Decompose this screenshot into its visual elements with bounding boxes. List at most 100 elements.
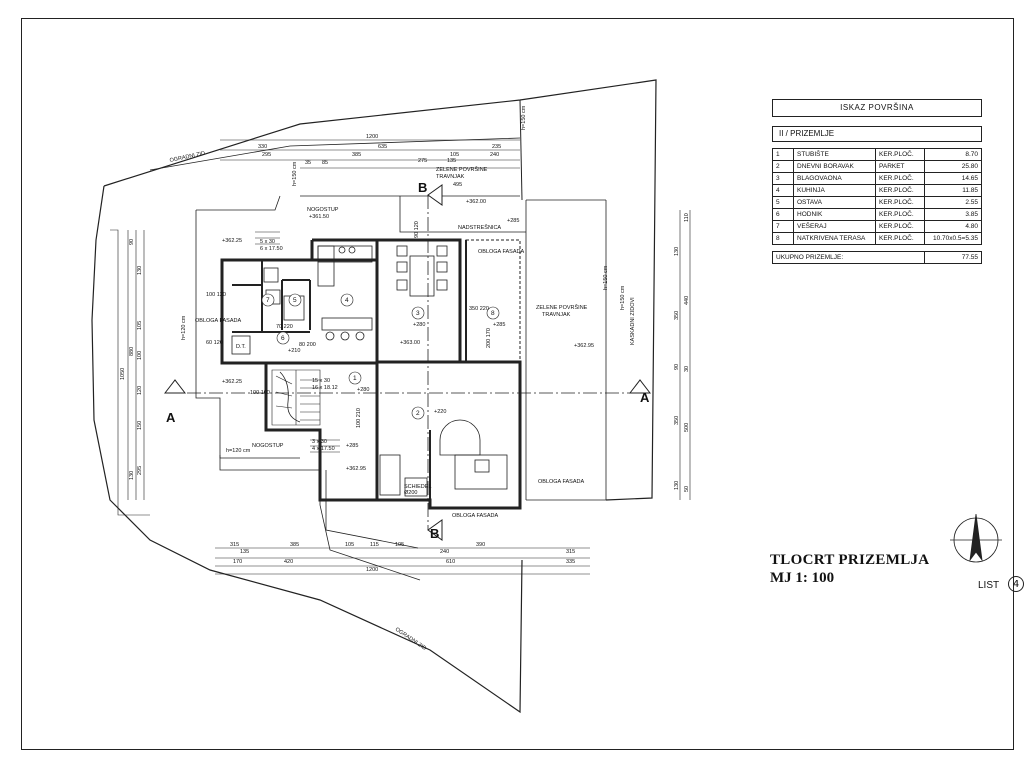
stair-dim: 4 x 17.50 — [312, 446, 335, 452]
wall-height-label: h=150 cm — [292, 161, 298, 186]
dim-top-overall: 1200 — [366, 134, 378, 140]
nogostup-top-label: NOGOSTUP — [307, 207, 339, 213]
dim-left: 880 — [129, 347, 135, 356]
wall-height-label: h=150 cm — [603, 265, 609, 290]
elevation-label: +280 — [357, 387, 369, 393]
dim-right: 90 — [674, 364, 680, 370]
wall-height-label: h=150 cm — [620, 285, 626, 310]
dim-bottom: 240 — [440, 549, 449, 555]
section-marker-a-left: A — [166, 410, 176, 425]
dim-right: 130 — [674, 247, 680, 256]
dim-right: 350 — [674, 416, 680, 425]
dim-left: 90 — [129, 239, 135, 245]
stair-dim: 6 x 17.50 — [260, 246, 283, 252]
north-arrow — [950, 513, 1002, 563]
dimension-lines-right — [679, 210, 691, 500]
elevation-label: +220 — [434, 409, 446, 415]
room-number: 6 — [281, 335, 285, 342]
area-table-title: ISKAZ POVRŠINA — [772, 99, 982, 117]
dimension-lines-left — [127, 230, 145, 500]
dim-top: 275 — [418, 158, 427, 164]
dim-bottom: 335 — [566, 559, 575, 565]
section-arrow-a-right — [628, 379, 652, 394]
dim-top: 495 — [453, 182, 462, 188]
dim-right: 30 — [684, 366, 690, 372]
fence-label-bottom: OGRADNI ZID — [394, 627, 427, 652]
sheet-label: LIST — [978, 580, 1000, 591]
dim-bottom: 420 — [284, 559, 293, 565]
floor-type-cell: KER.PLOČ. — [875, 184, 925, 197]
room-number: 2 — [416, 410, 420, 417]
schiedel-label: SCHIEDEL — [404, 484, 432, 490]
floor-type-cell: KER.PLOČ. — [875, 172, 925, 185]
elevation-label: +363.00 — [400, 340, 420, 346]
room-number-cell: 7 — [772, 220, 794, 233]
room-number: 7 — [266, 297, 270, 304]
obloga-fasada-label-1: OBLOGA FASADA — [478, 249, 524, 255]
elevation-label: +362.00 — [466, 199, 486, 205]
area-cell: 3.85 — [924, 208, 982, 221]
section-marker-b-top: B — [418, 180, 427, 195]
dim-top: 105 — [450, 152, 459, 158]
dim-bottom-overall: 1200 — [366, 567, 378, 573]
furniture — [231, 245, 508, 497]
room-number-cell: 4 — [772, 184, 794, 197]
sheet-border — [21, 18, 1014, 750]
green-right-label-2: TRAVNJAK — [542, 312, 571, 318]
area-cell: 11.85 — [924, 184, 982, 197]
green-top-label-2: TRAVNJAK — [436, 174, 465, 180]
dim-left: 1050 — [120, 368, 126, 380]
floor-type-cell: KER.PLOČ. — [875, 148, 925, 161]
dim-right: 110 — [684, 213, 690, 222]
elevation-label: +285 — [493, 322, 505, 328]
dim-bottom: 315 — [230, 542, 239, 548]
stair-dim: 5 x 30 — [260, 239, 275, 245]
room-number-cell: 1 — [772, 148, 794, 161]
cascade-wall-label: KASKADNI ZIDOVI — [630, 297, 636, 345]
site-boundary-west — [91, 185, 523, 714]
opening-dim: 90 120 — [414, 221, 420, 238]
dim-top: 385 — [352, 152, 361, 158]
room-name-cell: NATKRIVENA TERASA — [793, 232, 876, 245]
dim-bottom: 170 — [233, 559, 242, 565]
opening-dim: 80 200 — [299, 342, 316, 348]
stair-dim: 16 x 18.12 — [312, 385, 338, 391]
dim-top: 635 — [378, 144, 387, 150]
room-name-cell: KUHINJA — [793, 184, 876, 197]
room-number-cell: 2 — [772, 160, 794, 173]
schiedel-size-label: Ø200 — [404, 490, 417, 496]
dim-bottom: 385 — [290, 542, 299, 548]
area-cell: 8.70 — [924, 148, 982, 161]
nogostup-bottom-label: NOGOSTUP — [252, 443, 284, 449]
opening-dim: 100 210 — [356, 408, 362, 428]
dim-right: 130 — [674, 481, 680, 490]
drawing-title: TLOCRT PRIZEMLJA — [770, 552, 930, 568]
area-cell: 10.70x0.5=5.35 — [924, 232, 982, 245]
opening-dim: 60 120 — [206, 340, 223, 346]
opening-dim: 100 120 — [206, 292, 226, 298]
floor-type-cell: KER.PLOČ. — [875, 220, 925, 233]
dim-left: 105 — [137, 321, 143, 330]
room-number: 8 — [491, 310, 495, 317]
nadstresnica-label: NADSTREŠNICA — [458, 224, 501, 231]
room-number: 3 — [416, 310, 420, 317]
table-row: UKUPNO PRIZEMLJE: 77.55 — [772, 251, 982, 264]
dimension-lines-top — [220, 139, 520, 169]
dim-left: 100 — [137, 351, 143, 360]
dim-bottom: 315 — [566, 549, 575, 555]
green-top-label-1: ZELENE POVRŠINE — [436, 166, 488, 173]
area-table-section: II / PRIZEMLJE — [772, 126, 982, 142]
dim-left: 120 — [137, 386, 143, 395]
room-number: 4 — [345, 297, 349, 304]
obloga-fasada-label-3: OBLOGA FASADA — [538, 479, 584, 485]
opening-dim: 70 220 — [276, 324, 293, 330]
stair-dim: 3 x 30 — [312, 439, 327, 445]
stair-dim: 15 x 30 — [312, 378, 330, 384]
room-name-cell: DNEVNI BORAVAK — [793, 160, 876, 173]
